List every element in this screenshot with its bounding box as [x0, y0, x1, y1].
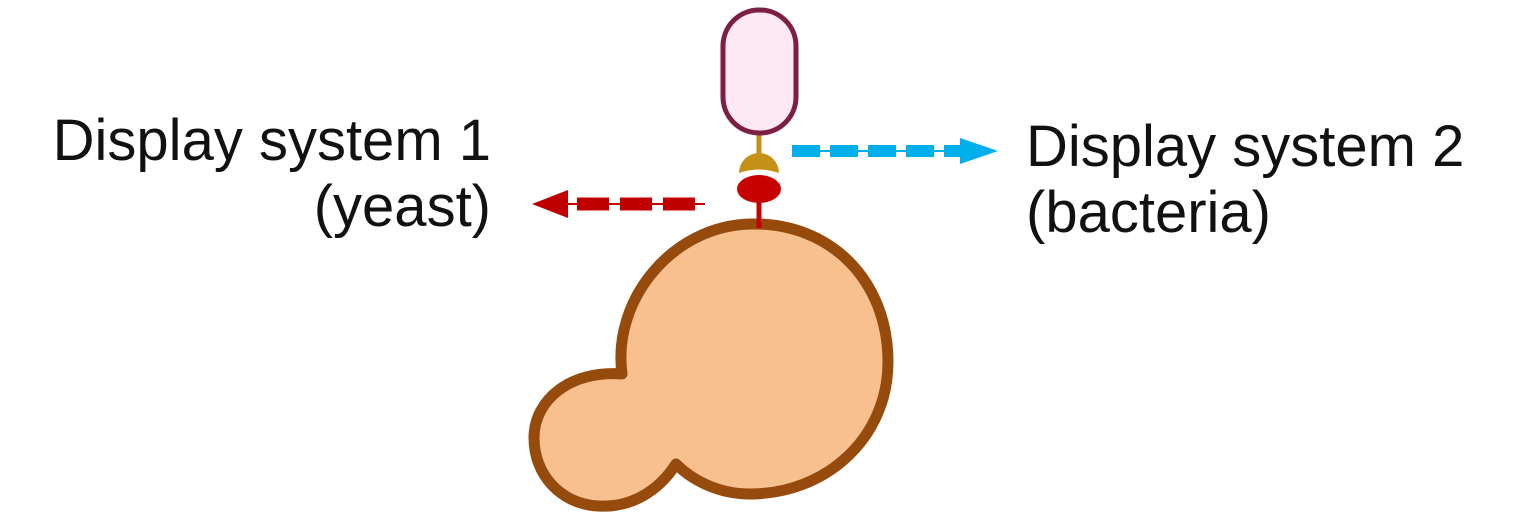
- yeast-cell-icon: [534, 224, 888, 506]
- display-system-1-title: Display system 1: [53, 108, 491, 174]
- display-system-1-organism: (yeast): [53, 174, 491, 240]
- display-system-2-organism: (bacteria): [1026, 180, 1464, 246]
- display-system-1-label: Display system 1 (yeast): [53, 108, 491, 240]
- arrow-to-system-1: [532, 190, 705, 218]
- anchor-oval-icon: [737, 175, 781, 203]
- arrow-to-system-2: [792, 138, 998, 164]
- display-system-2-title: Display system 2: [1026, 114, 1464, 180]
- display-system-2-label: Display system 2 (bacteria): [1026, 114, 1464, 246]
- capsule-protein-icon: [723, 10, 796, 133]
